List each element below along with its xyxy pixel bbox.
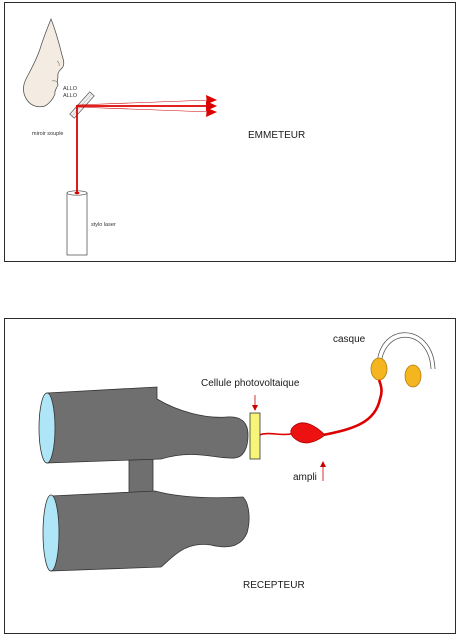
amplifier-arrowhead <box>320 461 326 467</box>
photocell-cable <box>258 432 296 436</box>
face-profile-outline <box>23 17 65 108</box>
binocular-upper-tube <box>46 386 249 464</box>
photocell-label: Cellule photovoltaique <box>201 378 300 389</box>
headphone-cable <box>322 379 383 437</box>
binocular-lower-lens <box>42 494 60 572</box>
photovoltaic-cell <box>249 412 261 460</box>
face-nostril <box>56 60 60 67</box>
emitter-panel: ALLO ALLO miroir souple stylo laser EMME… <box>4 2 456 262</box>
speech-text-line-1: ALLO <box>63 86 78 92</box>
left-earcup <box>370 357 388 381</box>
headphone-band-inner <box>380 336 432 370</box>
emitter-title: EMMETEUR <box>248 130 306 141</box>
headphone-band-outer <box>376 332 436 370</box>
laser-pen-label: stylo laser <box>91 222 116 228</box>
beam-arrowhead-middle <box>206 101 217 111</box>
emitter-diagram <box>23 17 217 256</box>
binocular-upper-lens <box>38 392 56 464</box>
right-earcup <box>404 364 422 388</box>
beam-arrowhead-lower <box>206 108 217 117</box>
photocell-arrowhead <box>252 405 258 411</box>
binocular-lower-tube <box>50 490 250 572</box>
headphones-label: casque <box>333 334 366 345</box>
face-lips <box>51 80 58 83</box>
amplifier-shape <box>290 422 326 444</box>
laser-pen-body <box>66 192 88 256</box>
laser-beam-ray-lower <box>76 106 212 113</box>
laser-beam-ray-upper <box>76 99 212 106</box>
mirror-label: miroir souple <box>32 131 64 137</box>
receiver-panel: casque Cellule photovoltaique ampli RECE… <box>4 318 456 634</box>
speech-text-line-2: ALLO <box>63 93 78 99</box>
amplifier-label: ampli <box>293 472 317 483</box>
receiver-diagram <box>38 332 436 572</box>
receiver-title: RECEPTEUR <box>243 580 305 591</box>
beam-arrowhead-upper <box>206 95 217 104</box>
